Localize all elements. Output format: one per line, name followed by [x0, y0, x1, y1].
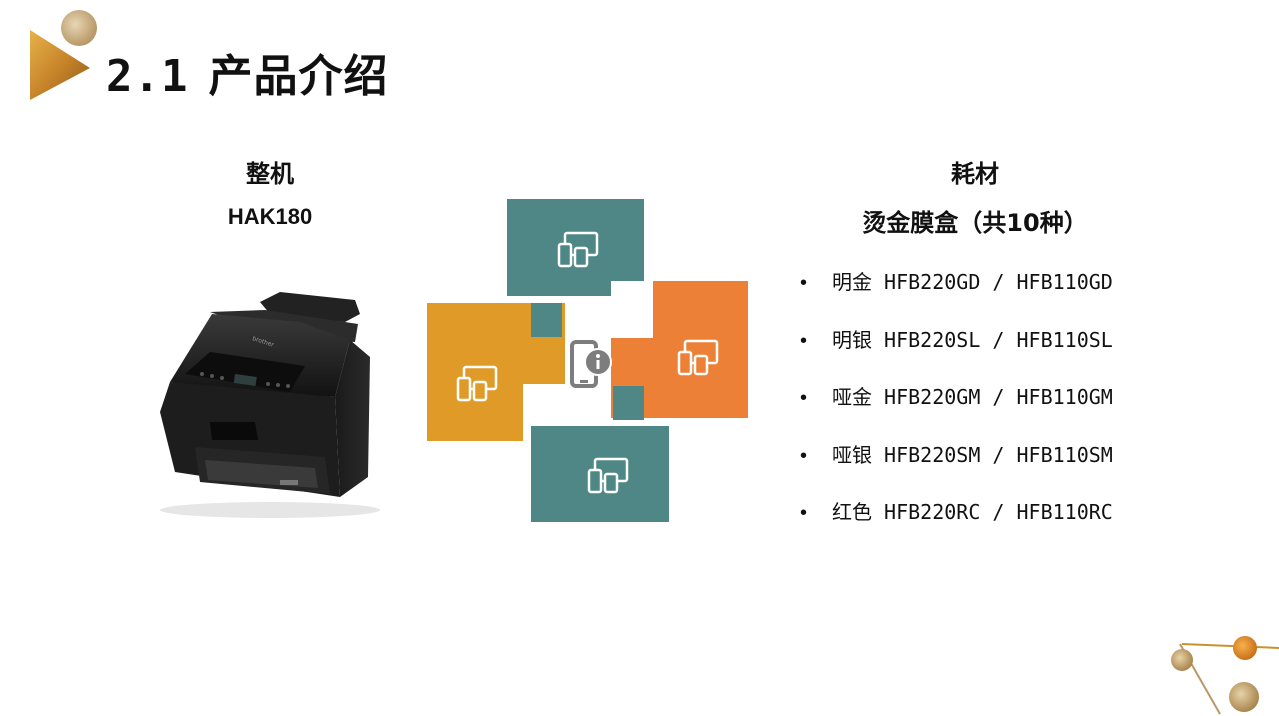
- small-square-top: [531, 303, 562, 337]
- tile-right-notch: [611, 281, 653, 338]
- devices-icon: [677, 339, 719, 376]
- consumable-item: • 哑银 HFB220SM / HFB110SM: [800, 439, 1113, 497]
- orange-circle: [1233, 636, 1257, 660]
- consumables-subheading: 烫金膜盒（共10种）: [862, 209, 1088, 237]
- devices-icon: [456, 365, 498, 402]
- printer-image: brother: [160, 292, 380, 518]
- gold-circle: [61, 10, 97, 46]
- consumables-list: • 明金 HFB220GD / HFB110GD • 明银 HFB220SL / HF…: [800, 266, 1113, 554]
- phone-info-icon: [570, 340, 612, 388]
- bullet-icon: •: [800, 444, 808, 467]
- devices-icon: [587, 457, 629, 494]
- consumables-heading: 耗材: [951, 160, 999, 188]
- consumable-item: • 明金 HFB220GD / HFB110GD: [800, 266, 1113, 324]
- gold-circle-large: [1229, 682, 1259, 712]
- consumable-item: • 哑金 HFB220GM / HFB110GM: [800, 381, 1113, 439]
- consumable-label: 哑金 HFB220GM / HFB110GM: [832, 385, 1113, 409]
- consumable-item: • 明银 HFB220SL / HFB110SL: [800, 324, 1113, 382]
- consumable-item: • 红色 HFB220RC / HFB110RC: [800, 496, 1113, 554]
- consumable-label: 哑银 HFB220SM / HFB110SM: [832, 442, 1113, 467]
- title-decoration: [30, 10, 97, 100]
- bullet-icon: •: [800, 329, 808, 352]
- slide-title: 2.1 产品介绍: [106, 40, 388, 104]
- gold-triangle: [30, 30, 90, 100]
- title-text: 产品介绍: [208, 51, 389, 102]
- bullet-icon: •: [800, 502, 808, 524]
- beige-circle: [1171, 649, 1193, 671]
- consumable-label: 明银 HFB220SL / HFB110SL: [832, 327, 1113, 352]
- title-number: 2.1: [106, 51, 189, 102]
- consumable-label: 明金 HFB220GD / HFB110GD: [832, 270, 1113, 294]
- consumable-label: 红色 HFB220RC / HFB110RC: [832, 500, 1113, 524]
- devices-icon: [557, 231, 599, 268]
- small-square-bottom: [613, 386, 644, 420]
- machine-model: HAK180: [227, 204, 313, 229]
- bullet-icon: •: [800, 272, 808, 294]
- machine-heading: 整机: [246, 160, 294, 188]
- corner-decoration: [1171, 636, 1279, 715]
- bullet-icon: •: [800, 387, 808, 409]
